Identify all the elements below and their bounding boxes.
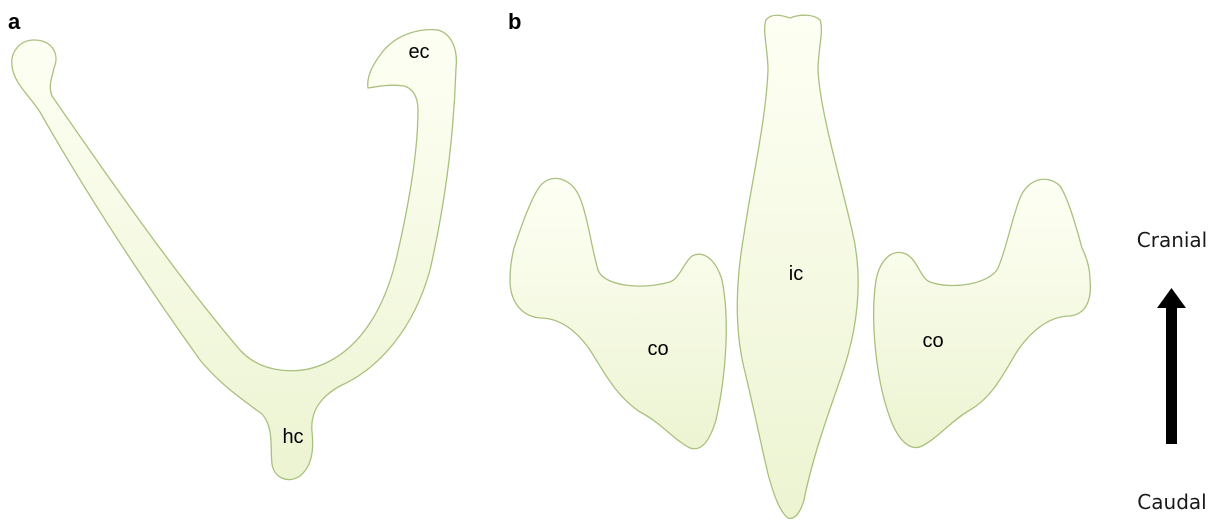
caudal-label: Caudal [1137, 490, 1206, 514]
left-coracoid-shape [510, 178, 726, 448]
panel-b-label: b [508, 9, 521, 34]
furcula-shape [12, 30, 457, 480]
interclavicle-label: ic [789, 263, 803, 285]
right-coracoid-shape [874, 179, 1091, 447]
hypocleidium-label: hc [282, 426, 303, 448]
cranial-label: Cranial [1137, 228, 1208, 252]
right-coracoid-label: co [922, 330, 943, 352]
arrow-up-icon [1157, 288, 1186, 444]
panel-a-label: a [8, 9, 21, 34]
epicleidium-label: ec [408, 41, 429, 63]
left-coracoid-label: co [647, 338, 668, 360]
